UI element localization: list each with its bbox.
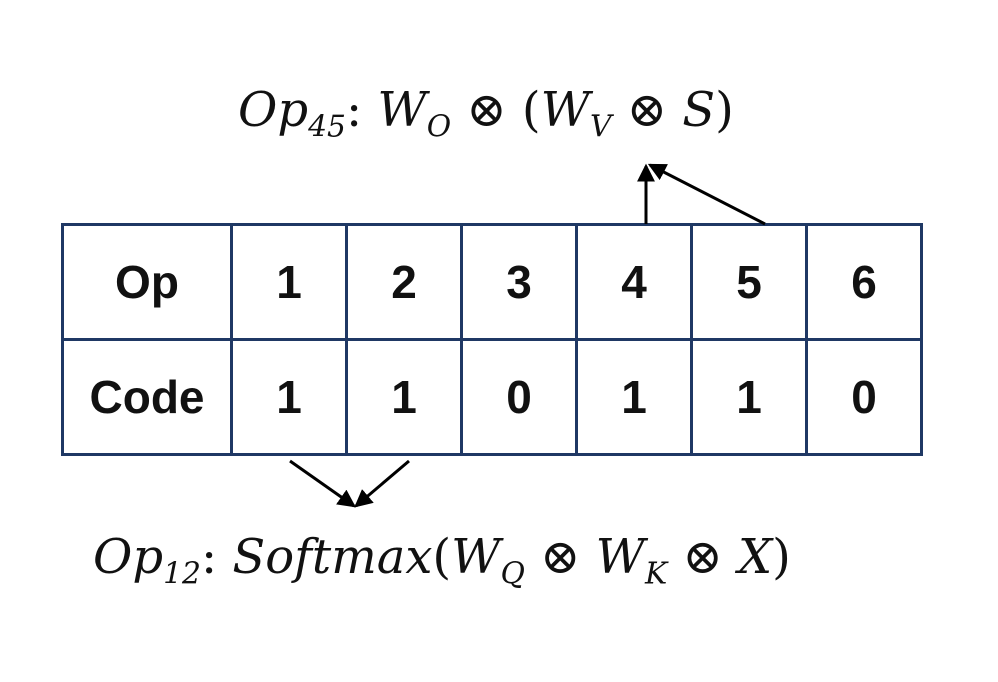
- op-symbol: Op: [238, 82, 309, 138]
- w-subscript: V: [589, 109, 612, 145]
- s-symbol: S: [682, 82, 716, 138]
- table-cell: 1: [575, 338, 693, 456]
- left-paren: (: [432, 529, 452, 585]
- w-symbol: W: [540, 82, 590, 138]
- row-header-code: Code: [61, 338, 233, 456]
- colon: :: [345, 82, 363, 138]
- w-subscript: Q: [500, 556, 525, 592]
- otimes-symbol: ⊗: [466, 82, 507, 138]
- table-cell: 0: [805, 338, 923, 456]
- arrow-op5-to-formula: [647, 163, 766, 226]
- w-symbol: W: [595, 529, 645, 585]
- table-cell: 6: [805, 223, 923, 341]
- x-symbol: X: [737, 529, 773, 585]
- op-symbol: Op: [93, 529, 164, 585]
- table-row-op: Op 1 2 3 4 5 6: [61, 223, 923, 341]
- row-header-op: Op: [61, 223, 233, 341]
- formula-op45: Op45: WO ⊗ (WV ⊗ S): [238, 86, 734, 142]
- table-cell: 0: [460, 338, 578, 456]
- table-cell: 2: [345, 223, 463, 341]
- arrow-op1-to-formula: [289, 459, 356, 508]
- formula-op12: Op12: Softmax(WQ ⊗ WK ⊗ X): [93, 533, 791, 589]
- op-subscript: 45: [308, 109, 346, 145]
- table-cell: 3: [460, 223, 578, 341]
- table-cell: 1: [345, 338, 463, 456]
- w-subscript: O: [426, 109, 452, 145]
- otimes-symbol: ⊗: [626, 82, 667, 138]
- w-symbol: W: [377, 82, 427, 138]
- table-row-code: Code 1 1 0 1 1 0: [61, 338, 923, 456]
- softmax-function: Softmax: [232, 529, 433, 585]
- op-subscript: 12: [163, 556, 201, 592]
- right-paren: ): [715, 82, 734, 138]
- colon: :: [200, 529, 218, 585]
- left-paren: (: [521, 82, 541, 138]
- arrow-op2-to-formula: [354, 459, 410, 508]
- table-cell: 5: [690, 223, 808, 341]
- op-code-table: Op 1 2 3 4 5 6 Code 1 1 0 1 1 0: [61, 223, 923, 456]
- right-paren: ): [772, 529, 791, 585]
- otimes-symbol: ⊗: [682, 529, 723, 585]
- w-subscript: K: [644, 556, 668, 592]
- w-symbol: W: [451, 529, 501, 585]
- table-cell: 4: [575, 223, 693, 341]
- table-cell: 1: [230, 223, 348, 341]
- table-cell: 1: [690, 338, 808, 456]
- table-cell: 1: [230, 338, 348, 456]
- otimes-symbol: ⊗: [540, 529, 581, 585]
